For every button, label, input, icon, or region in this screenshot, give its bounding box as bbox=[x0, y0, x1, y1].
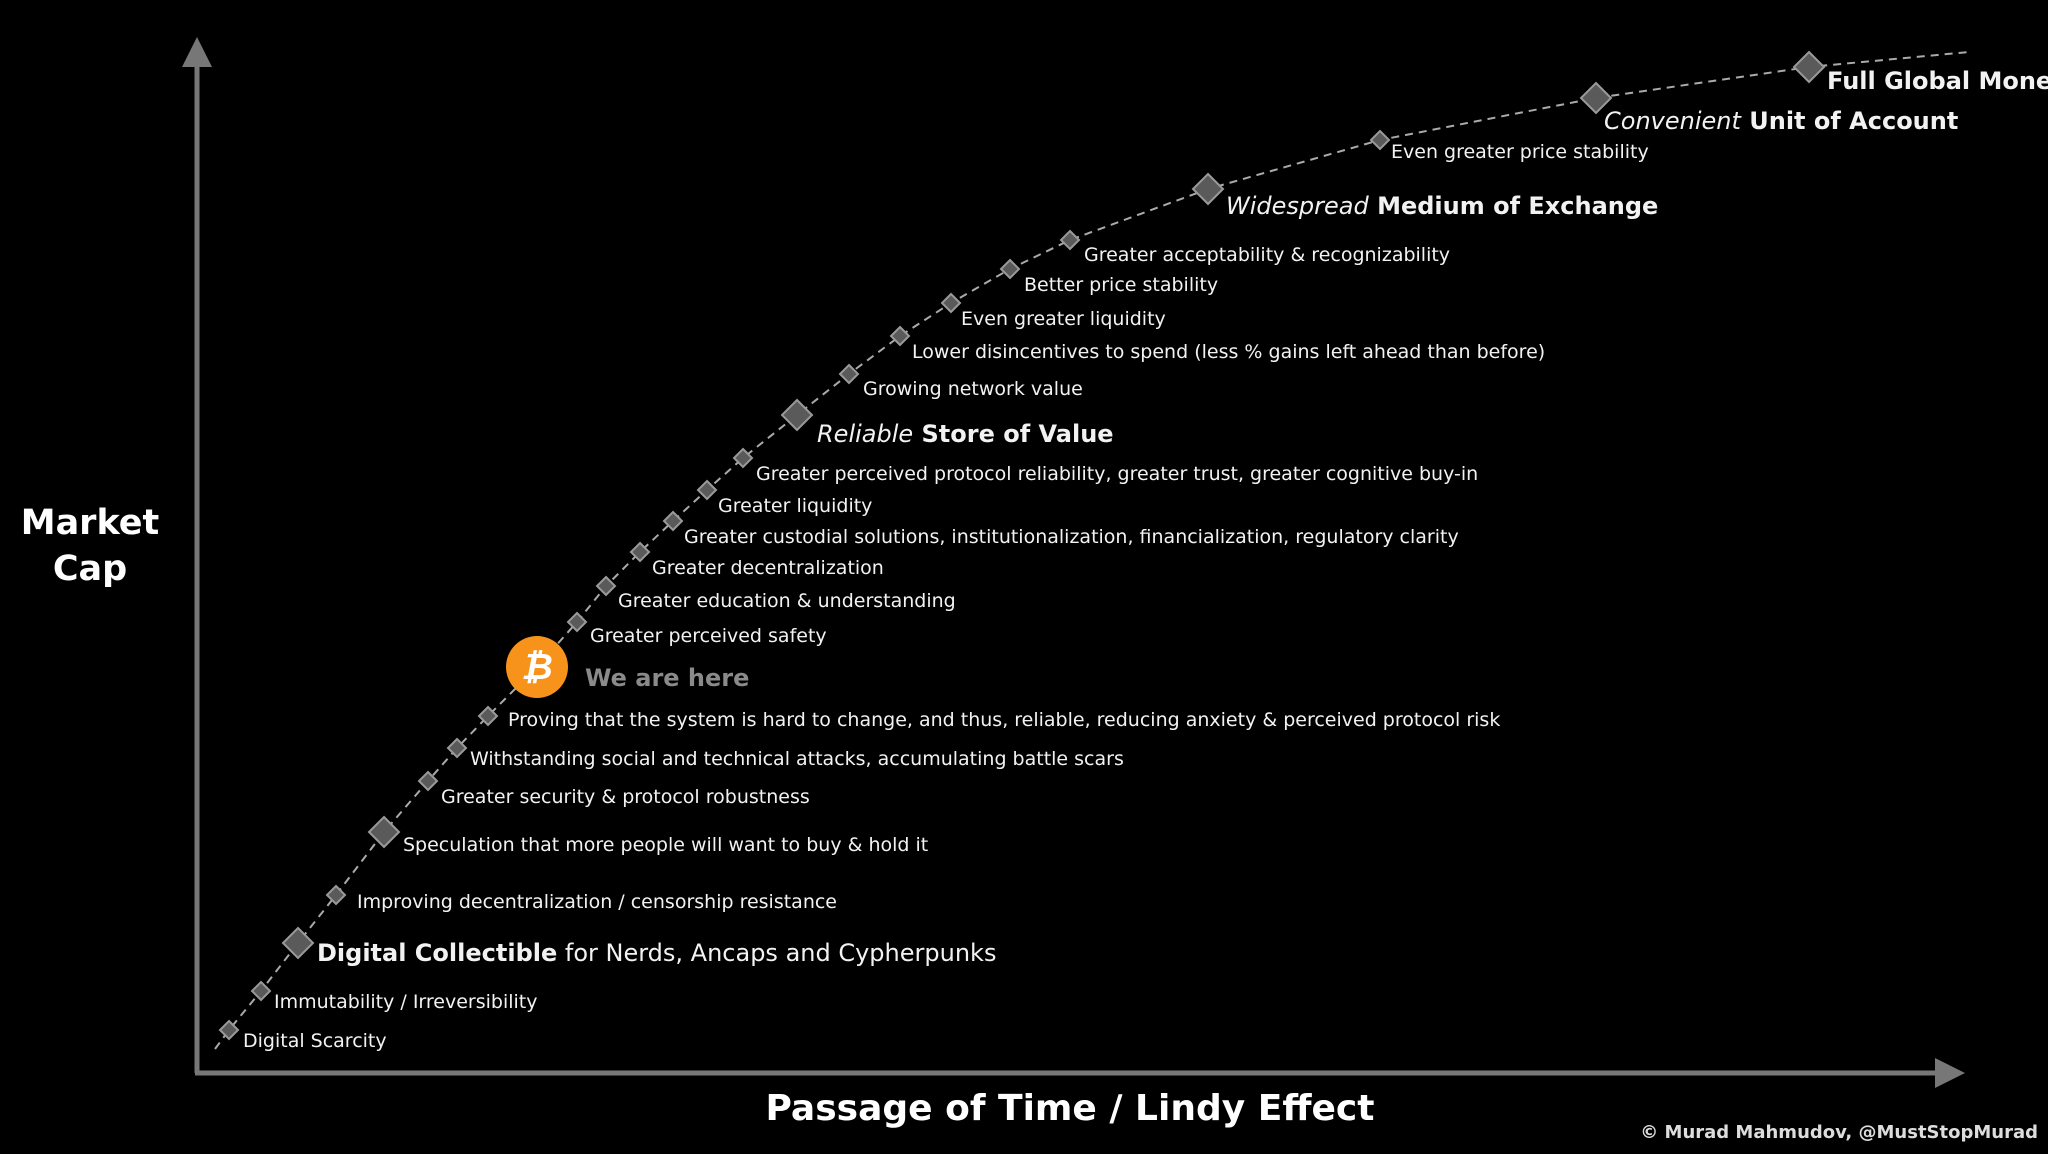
milestone-label-text: We are here bbox=[585, 664, 750, 692]
milestone-label-text: Digital Collectible bbox=[317, 939, 558, 967]
milestone-label: Greater perceived safety bbox=[590, 625, 827, 647]
milestone-label: Proving that the system is hard to chang… bbox=[508, 709, 1500, 731]
milestone-label: Even greater liquidity bbox=[961, 308, 1166, 330]
milestone-label: Immutability / Irreversibility bbox=[274, 991, 538, 1013]
milestone-diamond-marker bbox=[367, 815, 401, 849]
milestone-label-text: Improving decentralization / censorship … bbox=[357, 891, 838, 913]
milestone-diamond-marker bbox=[662, 510, 684, 532]
milestone-diamond-marker bbox=[889, 325, 911, 347]
milestone-label-text: for Nerds, Ancaps and Cypherpunks bbox=[557, 939, 997, 967]
milestone-label: Lower disincentives to spend (less % gai… bbox=[912, 341, 1545, 363]
milestone-diamond-marker bbox=[1792, 50, 1826, 84]
bitcoin-icon bbox=[506, 636, 568, 698]
milestone-label-text: Full Global Money bbox=[1827, 67, 2048, 95]
milestone-diamond-marker bbox=[838, 363, 860, 385]
milestone-label: Better price stability bbox=[1024, 274, 1218, 296]
milestone-label: Greater education & understanding bbox=[618, 590, 956, 612]
milestone-label-text: Growing network value bbox=[863, 378, 1083, 400]
milestone-label-text: Even greater price stability bbox=[1391, 141, 1649, 163]
milestone-label: Greater acceptability & recognizability bbox=[1084, 244, 1450, 266]
milestone-diamond-marker bbox=[281, 926, 315, 960]
milestone-diamond-marker bbox=[696, 479, 718, 501]
milestone-label-text: Medium of Exchange bbox=[1368, 192, 1659, 220]
milestone-diamond-marker bbox=[1191, 172, 1225, 206]
milestone-label: Widespread Medium of Exchange bbox=[1226, 192, 1658, 220]
milestone-label: Greater perceived protocol reliability, … bbox=[756, 463, 1478, 485]
y-axis-label-line1: Market bbox=[20, 503, 160, 543]
milestone-label: Greater decentralization bbox=[652, 557, 884, 579]
milestone-diamond-marker bbox=[566, 611, 588, 633]
milestone-label-text: Greater decentralization bbox=[652, 557, 884, 579]
milestone-label-text: Greater education & understanding bbox=[618, 590, 956, 612]
milestone-label-text: Greater perceived protocol reliability, … bbox=[756, 463, 1479, 485]
copyright-credit: © Murad Mahmudov, @MustStopMurad bbox=[1640, 1122, 2038, 1143]
milestone-diamond-marker bbox=[1059, 229, 1081, 251]
milestone-label: Digital Collectible for Nerds, Ancaps an… bbox=[317, 939, 996, 967]
milestone-diamond-marker bbox=[325, 884, 347, 906]
milestone-label: Digital Scarcity bbox=[243, 1030, 387, 1052]
milestone-diamond-marker bbox=[477, 705, 499, 727]
milestone-diamond-marker bbox=[595, 575, 617, 597]
milestone-label-text: Store of Value bbox=[913, 420, 1114, 448]
milestone-label-text: Greater perceived safety bbox=[590, 625, 827, 647]
milestone-label-text: Digital Scarcity bbox=[243, 1030, 387, 1052]
milestone-label-text: Unit of Account bbox=[1740, 107, 1959, 135]
milestone-diamond-marker bbox=[1579, 81, 1613, 115]
milestone-label: Growing network value bbox=[863, 378, 1083, 400]
milestone-label-text: Better price stability bbox=[1024, 274, 1219, 296]
milestone-label: Improving decentralization / censorship … bbox=[357, 891, 837, 913]
y-axis-label: Market Cap bbox=[20, 500, 160, 592]
x-axis-label: Passage of Time / Lindy Effect bbox=[765, 1088, 1375, 1129]
milestone-label: Withstanding social and technical attack… bbox=[470, 748, 1124, 770]
milestone-diamond-marker bbox=[1369, 129, 1391, 151]
milestone-label-text: Proving that the system is hard to chang… bbox=[508, 709, 1501, 731]
milestone-label-text: Greater custodial solutions, institution… bbox=[684, 526, 1459, 548]
milestone-diamond-marker bbox=[629, 541, 651, 563]
milestone-label: Greater liquidity bbox=[718, 495, 872, 517]
milestone-label-text: Lower disincentives to spend (less % gai… bbox=[912, 341, 1546, 363]
milestone-label-text: Greater acceptability & recognizability bbox=[1084, 244, 1451, 266]
milestone-diamond-marker bbox=[780, 398, 814, 432]
y-axis-label-line2: Cap bbox=[52, 549, 128, 589]
milestone-diamond-marker bbox=[732, 447, 754, 469]
milestone-label-text: Reliable bbox=[817, 420, 914, 448]
milestone-label-text: Widespread bbox=[1226, 192, 1369, 220]
milestone-diamond-marker bbox=[250, 980, 272, 1002]
milestone-diamond-marker bbox=[999, 258, 1021, 280]
milestone-label-text: Greater security & protocol robustness bbox=[441, 786, 810, 808]
milestone-diamond-marker bbox=[218, 1019, 240, 1041]
bitcoin-symbol-icon: ₿ bbox=[521, 647, 553, 688]
milestone-diamond-marker bbox=[417, 770, 439, 792]
milestone-label: Full Global Money bbox=[1827, 67, 2048, 95]
milestone-label-text: Immutability / Irreversibility bbox=[274, 991, 538, 1013]
we-are-here-label: We are here bbox=[585, 664, 749, 692]
milestone-label-text: Convenient bbox=[1604, 107, 1741, 135]
milestone-label: Greater security & protocol robustness bbox=[441, 786, 810, 808]
milestone-label-text: Greater liquidity bbox=[718, 495, 873, 517]
milestone-label: Speculation that more people will want t… bbox=[403, 834, 928, 856]
milestone-label-text: Withstanding social and technical attack… bbox=[470, 748, 1124, 770]
milestone-label: Even greater price stability bbox=[1391, 141, 1649, 163]
milestone-label: Reliable Store of Value bbox=[817, 420, 1114, 448]
milestone-diamond-marker bbox=[940, 292, 962, 314]
milestone-label: Greater custodial solutions, institution… bbox=[684, 526, 1459, 548]
milestone-label: Convenient Unit of Account bbox=[1604, 107, 1958, 135]
milestone-label-text: Speculation that more people will want t… bbox=[403, 834, 929, 856]
milestone-label-text: Even greater liquidity bbox=[961, 308, 1166, 330]
milestone-diamond-marker bbox=[446, 737, 468, 759]
